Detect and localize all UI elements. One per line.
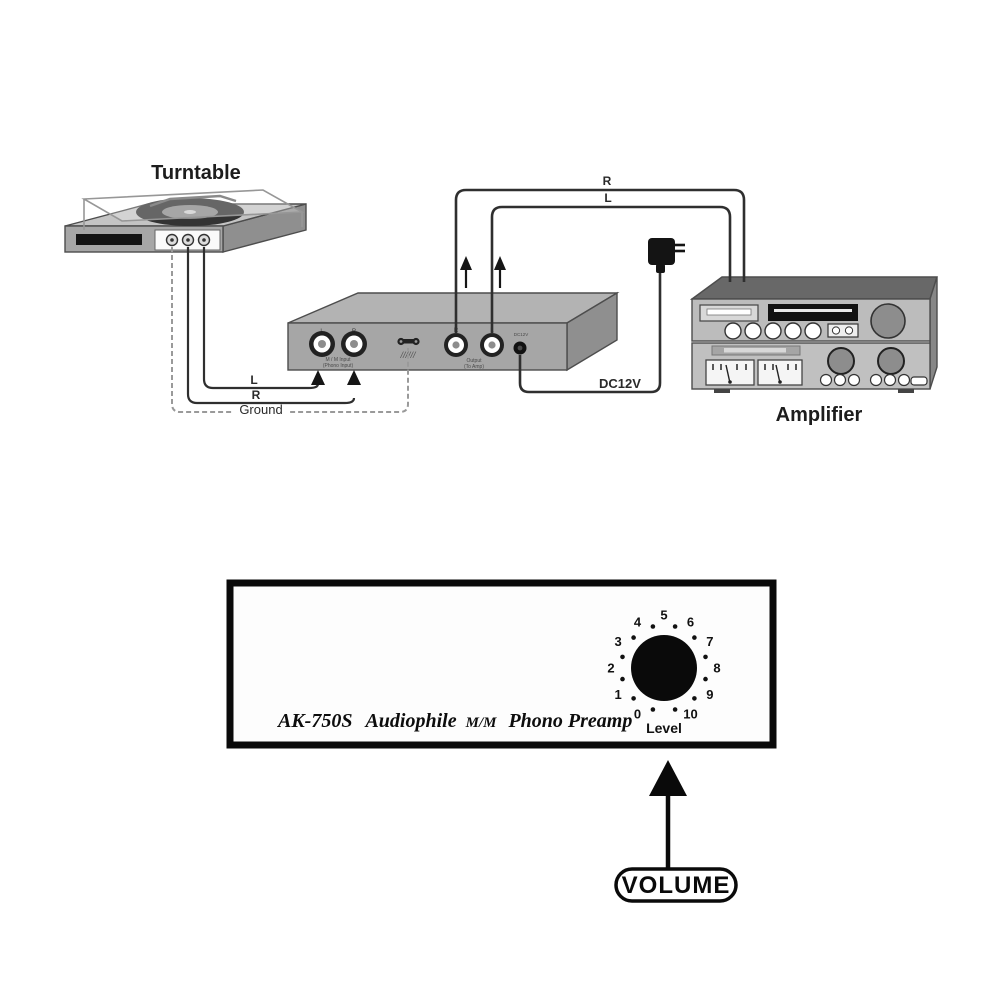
wire-input-r: [186, 247, 356, 405]
dial-number-6: 6: [687, 615, 694, 630]
amplifier-switch-1: [831, 326, 841, 335]
dial-dot: [703, 654, 708, 660]
preamp-group: L R M / M Input (Phono Input) ////// R L: [287, 291, 620, 372]
preamp-ground-terminal: [397, 337, 420, 346]
dial-number-8: 8: [713, 661, 720, 676]
input-r-arrowhead: [347, 370, 361, 385]
preamp-input-caption-1: M / M Input: [325, 357, 351, 363]
preamp-dc-jack-caption: DC12V: [514, 332, 529, 337]
dial-number-10: 10: [683, 706, 697, 721]
dial-number-1: 1: [614, 687, 621, 702]
volume-label: VOLUME: [622, 872, 731, 899]
level-knob: [631, 635, 697, 701]
volume-arrow-head: [649, 760, 687, 796]
amplifier-power-button: [910, 376, 928, 386]
cassette-slot-opening: [706, 308, 752, 316]
panel-product-words: Phono Preamp: [507, 710, 632, 732]
amplifier-group: Amplifier: [689, 276, 938, 426]
preamp-dc-jack: [513, 341, 527, 355]
turntable-control-slot: [76, 234, 142, 245]
amplifier-label: Amplifier: [776, 404, 863, 426]
dial-number-9: 9: [706, 687, 713, 702]
amplifier-tuning-knob: [870, 303, 906, 339]
amplifier-balance-knob: [877, 347, 905, 375]
amplifier-switch-2: [844, 326, 854, 335]
dial-number-0: 0: [634, 706, 641, 721]
turntable-jacks: [165, 233, 211, 247]
tonearm: [149, 194, 237, 208]
preamp-output-jack-r: [444, 333, 468, 357]
dial-dot: [692, 696, 697, 701]
dial-dot: [650, 707, 656, 712]
turntable-spindle: [184, 210, 196, 214]
power-adapter-body: [648, 238, 675, 265]
turntable-jack-r-pin: [202, 238, 206, 242]
preamp-output-caption-2: (To Amp): [464, 364, 484, 370]
amplifier-lower-slot-inner: [724, 348, 786, 353]
preamp-output-jack-l: [480, 333, 504, 357]
preamp-input-caption-2: (Phono Input): [323, 363, 354, 369]
amplifier-small-buttons-left: [819, 373, 861, 387]
dial-number-3: 3: [614, 634, 621, 649]
volume-callout: VOLUME: [614, 760, 738, 903]
amplifier-foot-left: [714, 389, 730, 393]
level-label: Level: [646, 720, 682, 736]
ground-label: Ground: [239, 402, 282, 417]
vu-meter-right: [757, 359, 803, 386]
dial-dot: [631, 696, 636, 701]
dial-dot: [650, 624, 656, 629]
amplifier-display-line: [774, 309, 852, 312]
wire-dc-power: [518, 272, 662, 394]
wire-output-r: [454, 188, 746, 334]
wire-input-l: [202, 247, 320, 390]
panel-mm-mark: M/M: [465, 715, 498, 731]
dial-number-2: 2: [607, 661, 614, 676]
preamp-input-jack-l: [309, 331, 335, 357]
power-adapter-neck: [656, 264, 665, 273]
dc12v-label: DC12V: [599, 376, 641, 391]
amplifier-foot-right: [898, 389, 914, 393]
amplifier-display: [768, 304, 858, 321]
amplifier-small-buttons-right: [869, 373, 911, 387]
dial-dot: [672, 624, 678, 629]
signal-direction-arrows: [460, 256, 506, 288]
amplifier-volume-knob: [827, 347, 855, 375]
power-adapter: [648, 238, 685, 273]
turntable-jack-ground-pin: [170, 238, 174, 242]
turntable-label: Turntable: [151, 162, 241, 184]
dial-dot: [620, 676, 625, 682]
dial-dot: [631, 635, 636, 640]
preamp-output-caption-1: Output: [466, 358, 482, 364]
dial-number-5: 5: [660, 608, 667, 623]
preamp-top-face: [287, 292, 620, 324]
dial-dot: [620, 654, 625, 660]
dial-dot: [692, 635, 697, 640]
panel-brand-word: Audiophile: [363, 710, 456, 732]
dial-dot: [672, 707, 678, 712]
preamp-input-jack-r: [341, 331, 367, 357]
amplifier-buttons-row: [724, 322, 822, 340]
turntable-group: Turntable: [64, 162, 307, 253]
level-dial-dots: [620, 624, 708, 712]
ground-label-backing: [233, 402, 289, 415]
volume-pill: [614, 867, 738, 903]
dial-number-7: 7: [706, 634, 713, 649]
output-r-label: R: [603, 174, 612, 188]
vu-meter-left: [705, 359, 755, 386]
wire-l-label: L: [250, 373, 257, 387]
wires-group: Ground L R R L DC12V: [171, 174, 746, 417]
output-l-label: L: [604, 191, 611, 205]
input-l-arrowhead: [311, 370, 325, 385]
panel-model: AK-750S: [276, 710, 352, 732]
turntable-jack-l-pin: [186, 238, 190, 242]
amplifier-side-face: [929, 276, 938, 390]
turntable-dust-cover: [81, 189, 305, 230]
wire-output-l: [490, 205, 732, 334]
dial-dot: [703, 676, 708, 682]
panel-title: AK-750S Audiophile M/M Phono Preamp: [276, 710, 632, 732]
wire-r-label: R: [252, 388, 261, 402]
dial-number-4: 4: [634, 615, 642, 630]
